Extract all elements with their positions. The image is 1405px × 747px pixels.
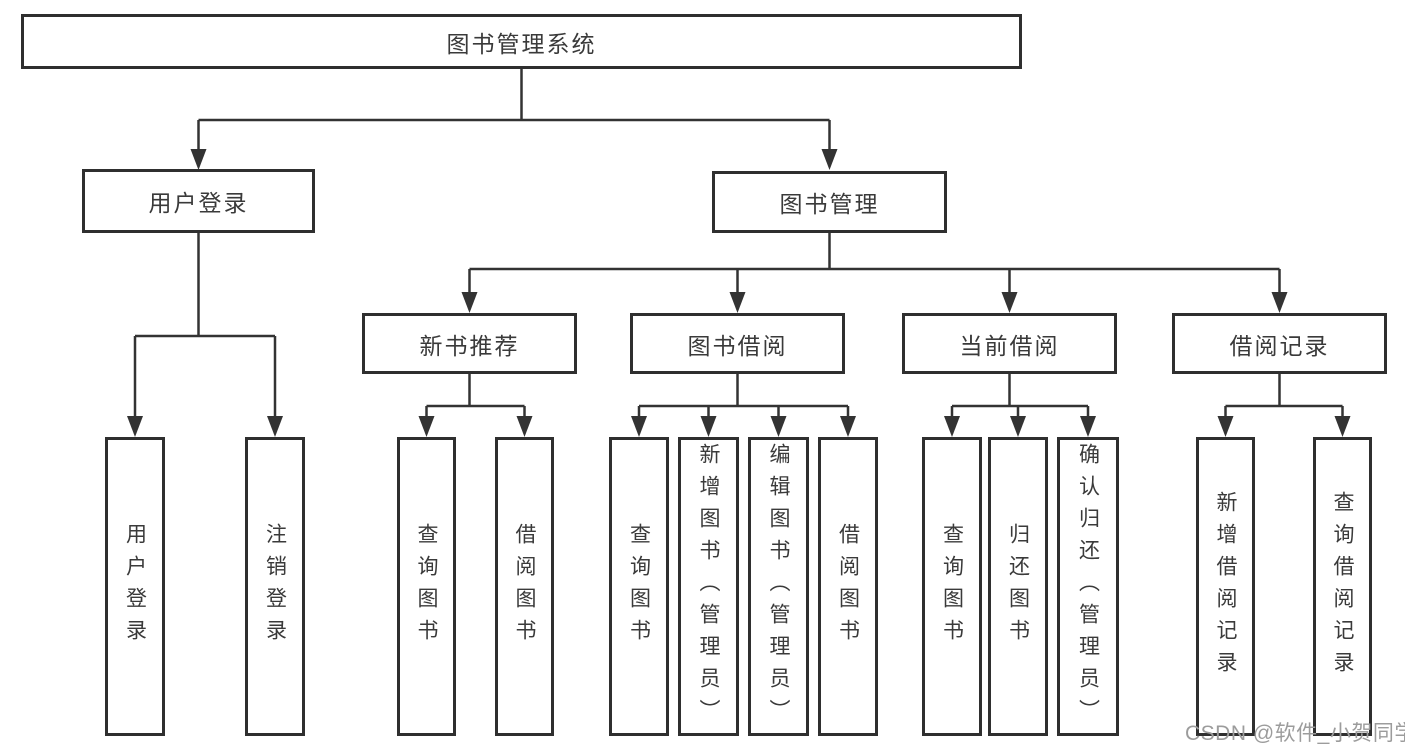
- leaf-query-books-3: 查询图书: [922, 437, 982, 736]
- leaf-query-borrow-record: 查询借阅记录: [1313, 437, 1372, 736]
- leaf-confirm-return-admin-label: 确认归还（管理员）: [1076, 442, 1100, 731]
- leaf-query-books-3-label: 查询图书: [940, 522, 964, 651]
- leaf-query-borrow-record-label: 查询借阅记录: [1331, 490, 1354, 683]
- arrowhead-icons: [127, 149, 1351, 437]
- leaf-add-book-admin: 新增图书（管理员）: [678, 437, 739, 736]
- node-borrow-records: 借阅记录: [1172, 313, 1387, 374]
- leaf-user-login-label: 用户登录: [123, 522, 147, 651]
- node-root-system: 图书管理系统: [21, 14, 1022, 69]
- leaf-borrow-books-2: 借阅图书: [818, 437, 878, 736]
- node-book-management-label: 图书管理: [779, 191, 880, 217]
- leaf-query-books-1-label: 查询图书: [415, 522, 438, 651]
- node-current-borrow: 当前借阅: [902, 313, 1117, 374]
- node-user-login-label: 用户登录: [148, 190, 249, 216]
- leaf-borrow-books-2-label: 借阅图书: [836, 522, 860, 651]
- leaf-return-books: 归还图书: [988, 437, 1048, 736]
- leaf-add-borrow-record-label: 新增借阅记录: [1214, 490, 1237, 683]
- leaf-query-books-1: 查询图书: [397, 437, 456, 736]
- node-book-management: 图书管理: [712, 171, 947, 233]
- node-book-borrow-label: 图书借阅: [687, 332, 788, 359]
- node-book-borrow: 图书借阅: [630, 313, 845, 374]
- leaf-logout: 注销登录: [245, 437, 305, 736]
- leaf-confirm-return-admin: 确认归还（管理员）: [1057, 437, 1119, 736]
- node-new-book-recommend: 新书推荐: [362, 313, 577, 374]
- leaf-edit-book-admin-label: 编辑图书（管理员）: [767, 442, 790, 731]
- leaf-edit-book-admin: 编辑图书（管理员）: [748, 437, 809, 736]
- leaf-return-books-label: 归还图书: [1006, 522, 1030, 651]
- node-new-book-recommend-label: 新书推荐: [419, 332, 520, 359]
- leaf-add-borrow-record: 新增借阅记录: [1196, 437, 1255, 736]
- leaf-logout-label: 注销登录: [263, 522, 287, 651]
- node-user-login: 用户登录: [82, 169, 315, 233]
- leaf-add-book-admin-label: 新增图书（管理员）: [697, 442, 720, 731]
- node-borrow-records-label: 借阅记录: [1229, 332, 1330, 359]
- node-root-label: 图书管理系统: [446, 30, 597, 57]
- leaf-borrow-books-1-label: 借阅图书: [513, 522, 536, 651]
- leaf-user-login: 用户登录: [105, 437, 165, 736]
- leaf-query-books-2: 查询图书: [609, 437, 669, 736]
- leaf-query-books-2-label: 查询图书: [627, 522, 651, 651]
- csdn-watermark: CSDN @软件_小贺同学: [1185, 722, 1405, 745]
- node-current-borrow-label: 当前借阅: [959, 332, 1060, 359]
- leaf-borrow-books-1: 借阅图书: [495, 437, 554, 736]
